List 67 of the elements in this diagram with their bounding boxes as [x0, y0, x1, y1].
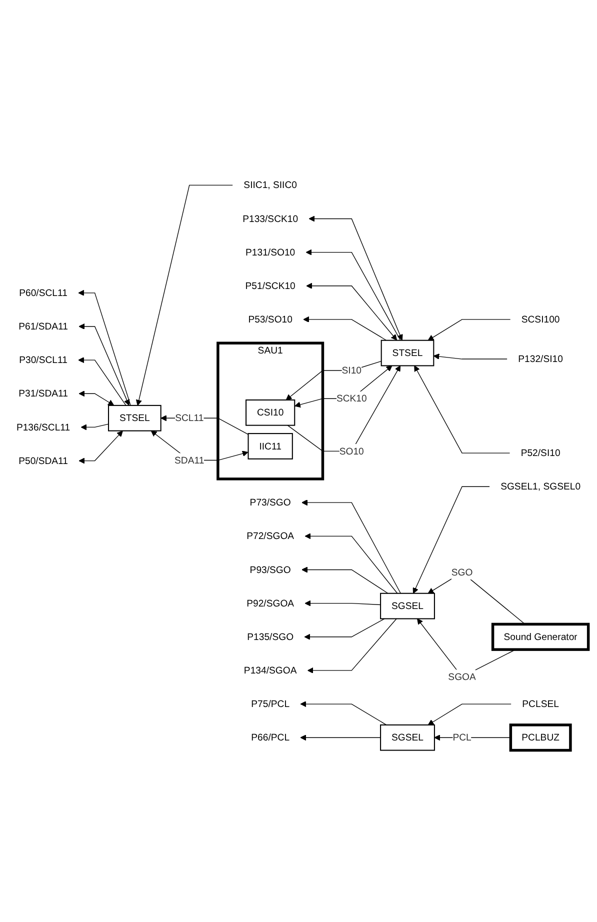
- node-text: P30/SCL11: [19, 354, 68, 365]
- arrow: [302, 499, 401, 594]
- edge-label: SI10: [342, 364, 362, 376]
- node-text: PCLSEL: [522, 698, 559, 709]
- node-text: P132/SI10: [518, 352, 563, 364]
- edge-label: SGOA: [448, 670, 476, 682]
- node-text: P31/SDA11: [18, 387, 68, 398]
- arrow: [300, 700, 387, 725]
- edge-label: SDA11: [174, 454, 204, 466]
- arrow: [304, 600, 381, 606]
- node-text: P131/SO10: [246, 246, 296, 258]
- arrow: [306, 282, 398, 340]
- node-box: SGSEL: [380, 592, 435, 619]
- arrow: [304, 532, 398, 594]
- arrow: [306, 248, 401, 340]
- arrow: [304, 618, 385, 640]
- arrow: [428, 703, 512, 725]
- arrow: [294, 365, 392, 408]
- node-text: P73/SGO: [250, 496, 291, 508]
- arrow: [78, 323, 130, 406]
- node-text: P66/PCL: [251, 731, 290, 742]
- arrow: [286, 360, 382, 400]
- edge-label: SGO: [451, 566, 473, 578]
- node-box: SGSEL: [380, 724, 435, 750]
- arrow: [433, 353, 508, 360]
- node-text: P53/SO10: [248, 313, 292, 324]
- arrow: [300, 734, 381, 740]
- node-text: P51/SCK10: [245, 280, 296, 291]
- node-text: SGSEL1, SGSEL0: [500, 480, 581, 492]
- arrow: [78, 390, 114, 406]
- node-box: IIC11: [248, 432, 293, 460]
- node-text: P52/SI10: [520, 446, 560, 458]
- arrow: [412, 486, 490, 594]
- node-text: P75/PCL: [251, 698, 290, 709]
- edge-label: SCL11: [175, 412, 204, 423]
- arrow: [302, 566, 388, 594]
- edge-label: SO10: [339, 444, 364, 456]
- arrow: [287, 365, 401, 452]
- arrow: [307, 618, 397, 674]
- node-box: STSEL: [380, 339, 434, 366]
- node-box: CSI10: [246, 399, 296, 426]
- arrow: [428, 318, 511, 340]
- node-text: P136/SCL11: [16, 420, 70, 432]
- arrow: [136, 184, 234, 406]
- arrow: [78, 356, 126, 406]
- arrow: [414, 365, 510, 454]
- node-text: P72/SGOA: [246, 530, 294, 541]
- arrow: [303, 316, 387, 340]
- arrow: [78, 430, 123, 464]
- node-text: P61/SDA11: [18, 320, 68, 332]
- node-text: SCSI100: [521, 313, 560, 324]
- arrow: [78, 290, 131, 406]
- arrow: [308, 215, 403, 340]
- node-text: P60/SCL11: [19, 286, 68, 298]
- node-text: P92/SGOA: [246, 597, 294, 608]
- node-text: P93/SGO: [250, 564, 291, 574]
- edge-label: SCK10: [336, 392, 367, 404]
- node-text: SIIC1, SIIC0: [244, 178, 297, 190]
- node-text: P135/SGO: [247, 630, 294, 642]
- node-text: P134/SGOA: [244, 664, 297, 676]
- node-box: STSEL: [108, 404, 162, 431]
- edge-label: PCL: [452, 731, 472, 742]
- arrow: [80, 423, 109, 430]
- node-text: P133/SCK10: [242, 212, 298, 224]
- node-text: P50/SDA11: [18, 454, 68, 466]
- node-box: Sound Generator: [491, 622, 590, 651]
- node-box: PCLBUZ: [509, 723, 572, 752]
